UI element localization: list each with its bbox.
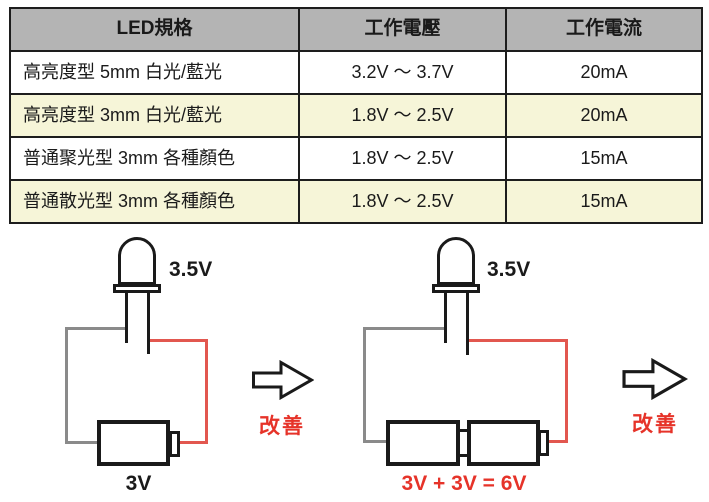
table-row: 高亮度型 3mm 白光/藍光 1.8V ～ 2.5V 20mA xyxy=(9,93,703,138)
table-header-row: LED規格 工作電壓 工作電流 xyxy=(9,7,703,52)
led-leg-anode xyxy=(147,292,150,354)
cell-current: 20mA xyxy=(505,93,703,138)
battery-3v-first xyxy=(386,420,460,466)
wire-negative xyxy=(363,327,447,330)
improve-arrow-icon xyxy=(622,358,688,400)
cell-voltage: 1.8V ～ 2.5V xyxy=(298,93,507,138)
led-voltage-label: 3.5V xyxy=(487,258,531,281)
improve-arrow-icon xyxy=(252,360,314,400)
cell-spec: 高亮度型 3mm 白光/藍光 xyxy=(9,93,300,138)
cell-spec: 高亮度型 5mm 白光/藍光 xyxy=(9,50,300,95)
cell-current: 15mA xyxy=(505,136,703,181)
battery-terminal xyxy=(538,430,549,456)
cell-spec: 普通散光型 3mm 各種顏色 xyxy=(9,179,300,224)
header-working-voltage: 工作電壓 xyxy=(298,7,507,52)
led-leg-cathode xyxy=(444,292,447,343)
wire-negative xyxy=(65,327,127,330)
header-led-spec: LED規格 xyxy=(9,7,300,52)
battery-3v xyxy=(97,420,170,466)
cell-voltage: 3.2V ～ 3.7V xyxy=(298,50,507,95)
wire-positive xyxy=(565,339,568,443)
cell-voltage: 1.8V ～ 2.5V xyxy=(298,179,507,224)
battery-sum-label: 3V + 3V = 6V xyxy=(401,472,527,495)
wire-positive xyxy=(149,339,208,342)
wire-negative xyxy=(65,327,68,444)
wire-positive xyxy=(205,339,208,444)
cell-current: 15mA xyxy=(505,179,703,224)
battery-3v-second xyxy=(467,420,540,466)
led-flange xyxy=(113,284,161,293)
table-row: 高亮度型 5mm 白光/藍光 3.2V ～ 3.7V 20mA xyxy=(9,50,703,95)
wire-negative xyxy=(363,440,387,443)
led-leg-cathode xyxy=(125,292,128,343)
cell-current: 20mA xyxy=(505,50,703,95)
led-leg-anode xyxy=(466,292,469,355)
wire-positive xyxy=(179,441,208,444)
improve-label: 改善 xyxy=(259,415,305,438)
improve-label: 改善 xyxy=(632,413,678,436)
battery-voltage-label: 3V xyxy=(125,472,152,495)
led-spec-table: LED規格 工作電壓 工作電流 高亮度型 5mm 白光/藍光 3.2V ～ 3.… xyxy=(9,7,703,224)
wire-positive xyxy=(469,339,568,342)
wire-negative xyxy=(65,441,98,444)
cell-voltage: 1.8V ～ 2.5V xyxy=(298,136,507,181)
header-working-current: 工作電流 xyxy=(505,7,703,52)
table-row: 普通聚光型 3mm 各種顏色 1.8V ～ 2.5V 15mA xyxy=(9,136,703,181)
led-flange xyxy=(432,284,480,293)
battery-terminal xyxy=(169,431,180,457)
led-voltage-label: 3.5V xyxy=(169,258,213,281)
wire-positive xyxy=(549,440,568,443)
led-icon xyxy=(118,237,156,285)
wire-negative xyxy=(363,327,366,443)
table-row: 普通散光型 3mm 各種顏色 1.8V ～ 2.5V 15mA xyxy=(9,179,703,224)
led-icon xyxy=(437,237,475,285)
cell-spec: 普通聚光型 3mm 各種顏色 xyxy=(9,136,300,181)
